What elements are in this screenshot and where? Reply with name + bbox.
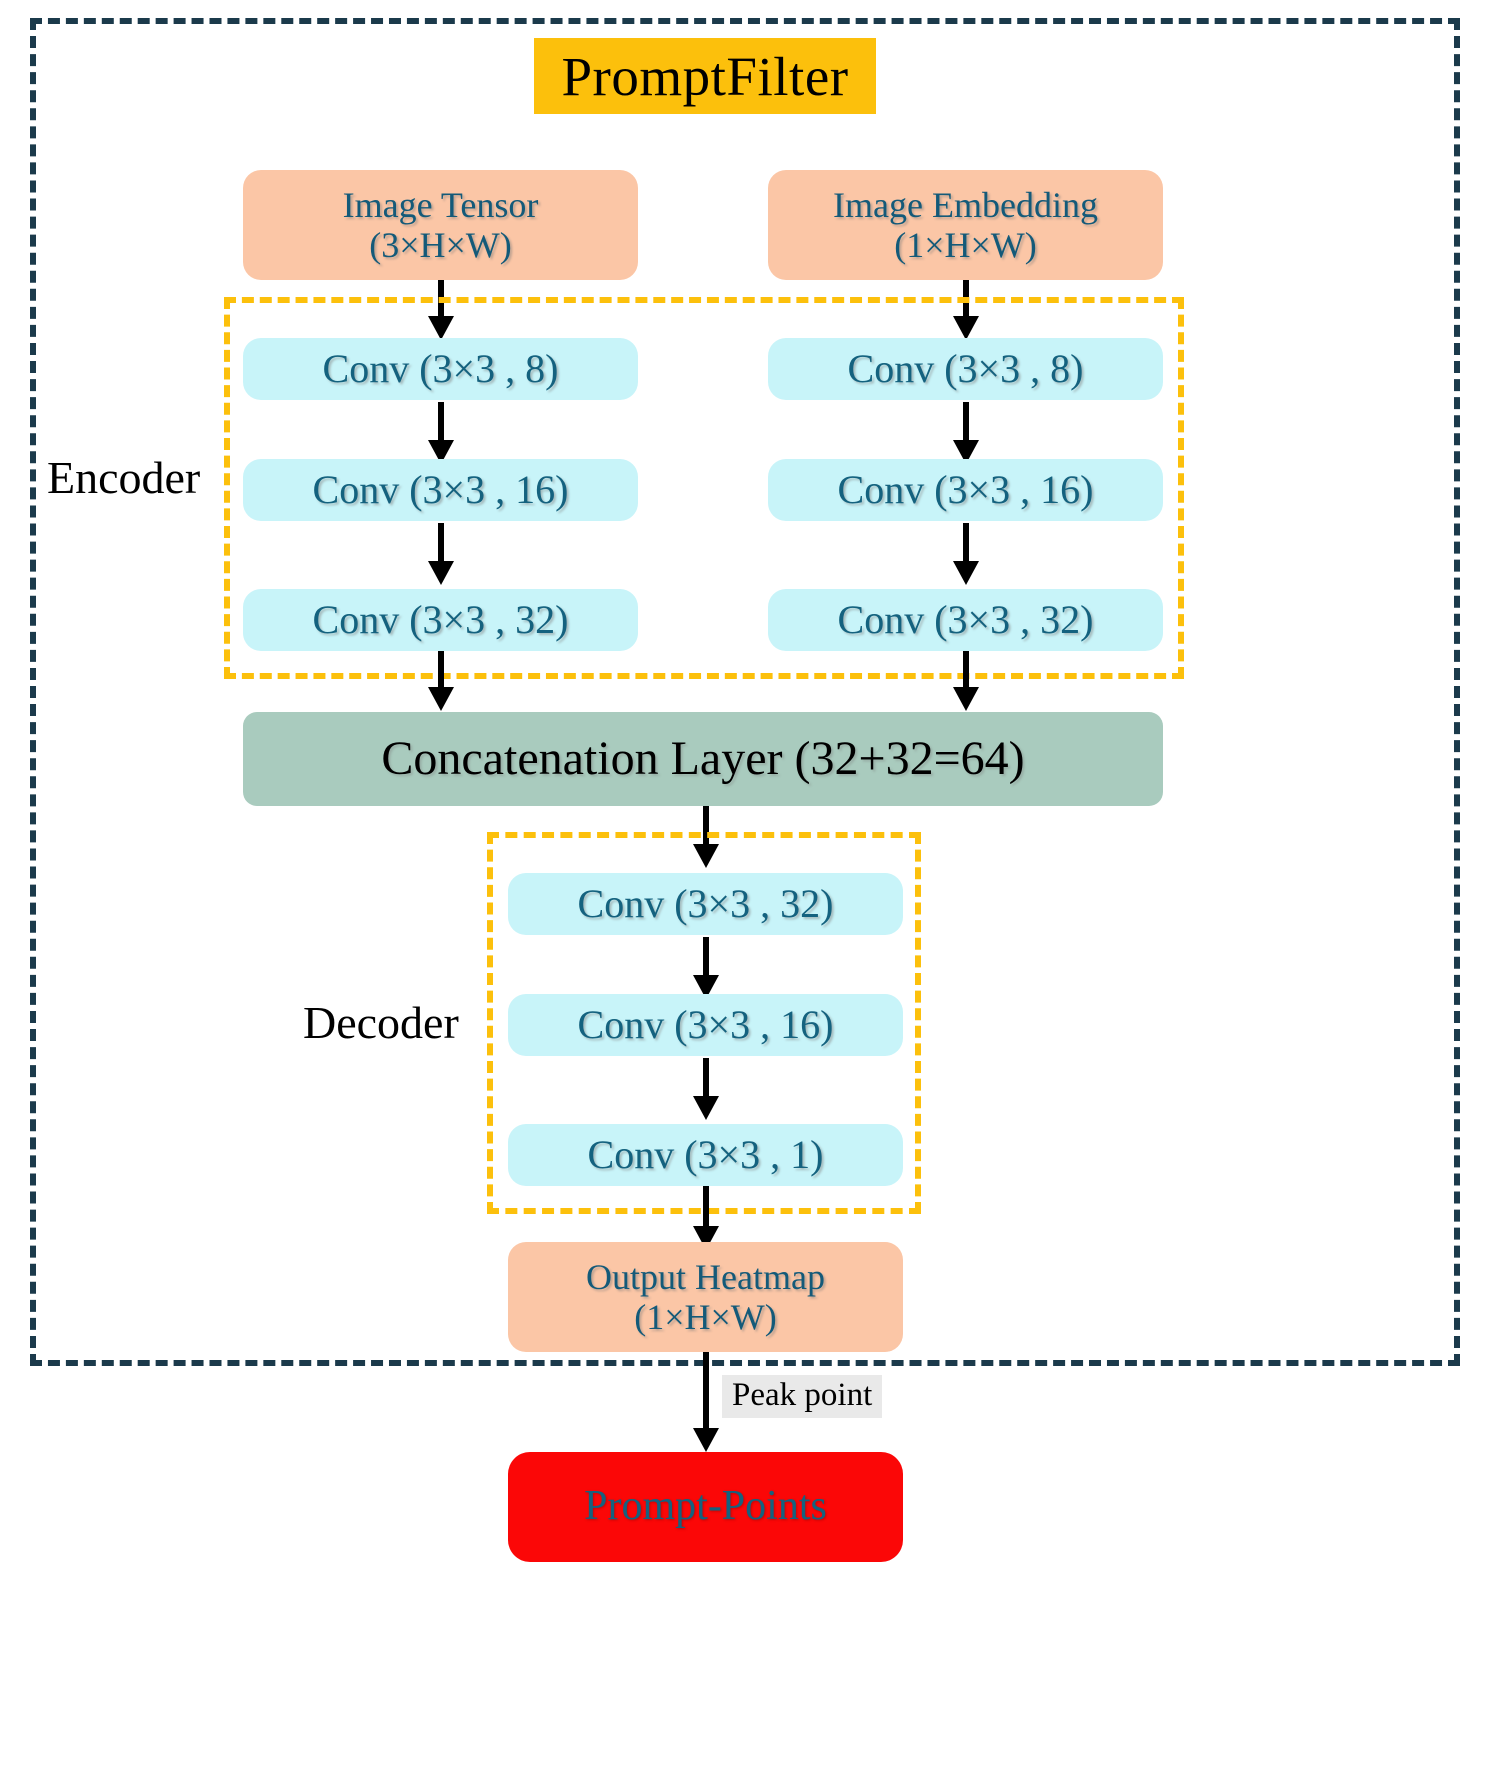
node-encoder-right-conv-2: Conv (3×3 , 16) — [768, 459, 1163, 521]
node-prompt-points: Prompt-Points — [508, 1452, 903, 1562]
peak-point-edge-label: Peak point — [722, 1375, 883, 1418]
promptfilter-module-frame — [30, 18, 1460, 1366]
node-output-heatmap: Output Heatmap (1×H×W) — [508, 1242, 903, 1352]
image-tensor-shape: (3×H×W) — [369, 225, 512, 265]
encoder-group-frame — [224, 297, 1184, 679]
output-heatmap-label: Output Heatmap — [586, 1256, 825, 1297]
node-encoder-right-conv-3: Conv (3×3 , 32) — [768, 589, 1163, 651]
node-image-embedding: Image Embedding (1×H×W) — [768, 170, 1163, 280]
page-title: PromptFilter — [534, 38, 876, 114]
node-encoder-left-conv-3: Conv (3×3 , 32) — [243, 589, 638, 651]
image-embedding-label: Image Embedding — [833, 184, 1098, 225]
node-encoder-right-conv-1: Conv (3×3 , 8) — [768, 338, 1163, 400]
node-decoder-conv-2: Conv (3×3 , 16) — [508, 994, 903, 1056]
node-encoder-left-conv-2: Conv (3×3 , 16) — [243, 459, 638, 521]
node-concatenation-layer: Concatenation Layer (32+32=64) — [243, 712, 1163, 806]
node-image-tensor: Image Tensor (3×H×W) — [243, 170, 638, 280]
node-decoder-conv-1: Conv (3×3 , 32) — [508, 873, 903, 935]
image-tensor-label: Image Tensor — [342, 184, 539, 225]
image-embedding-shape: (1×H×W) — [894, 225, 1037, 265]
encoder-label: Encoder — [47, 452, 201, 503]
output-heatmap-shape: (1×H×W) — [634, 1297, 777, 1337]
decoder-label: Decoder — [303, 997, 459, 1048]
node-decoder-conv-3: Conv (3×3 , 1) — [508, 1124, 903, 1186]
node-encoder-left-conv-1: Conv (3×3 , 8) — [243, 338, 638, 400]
